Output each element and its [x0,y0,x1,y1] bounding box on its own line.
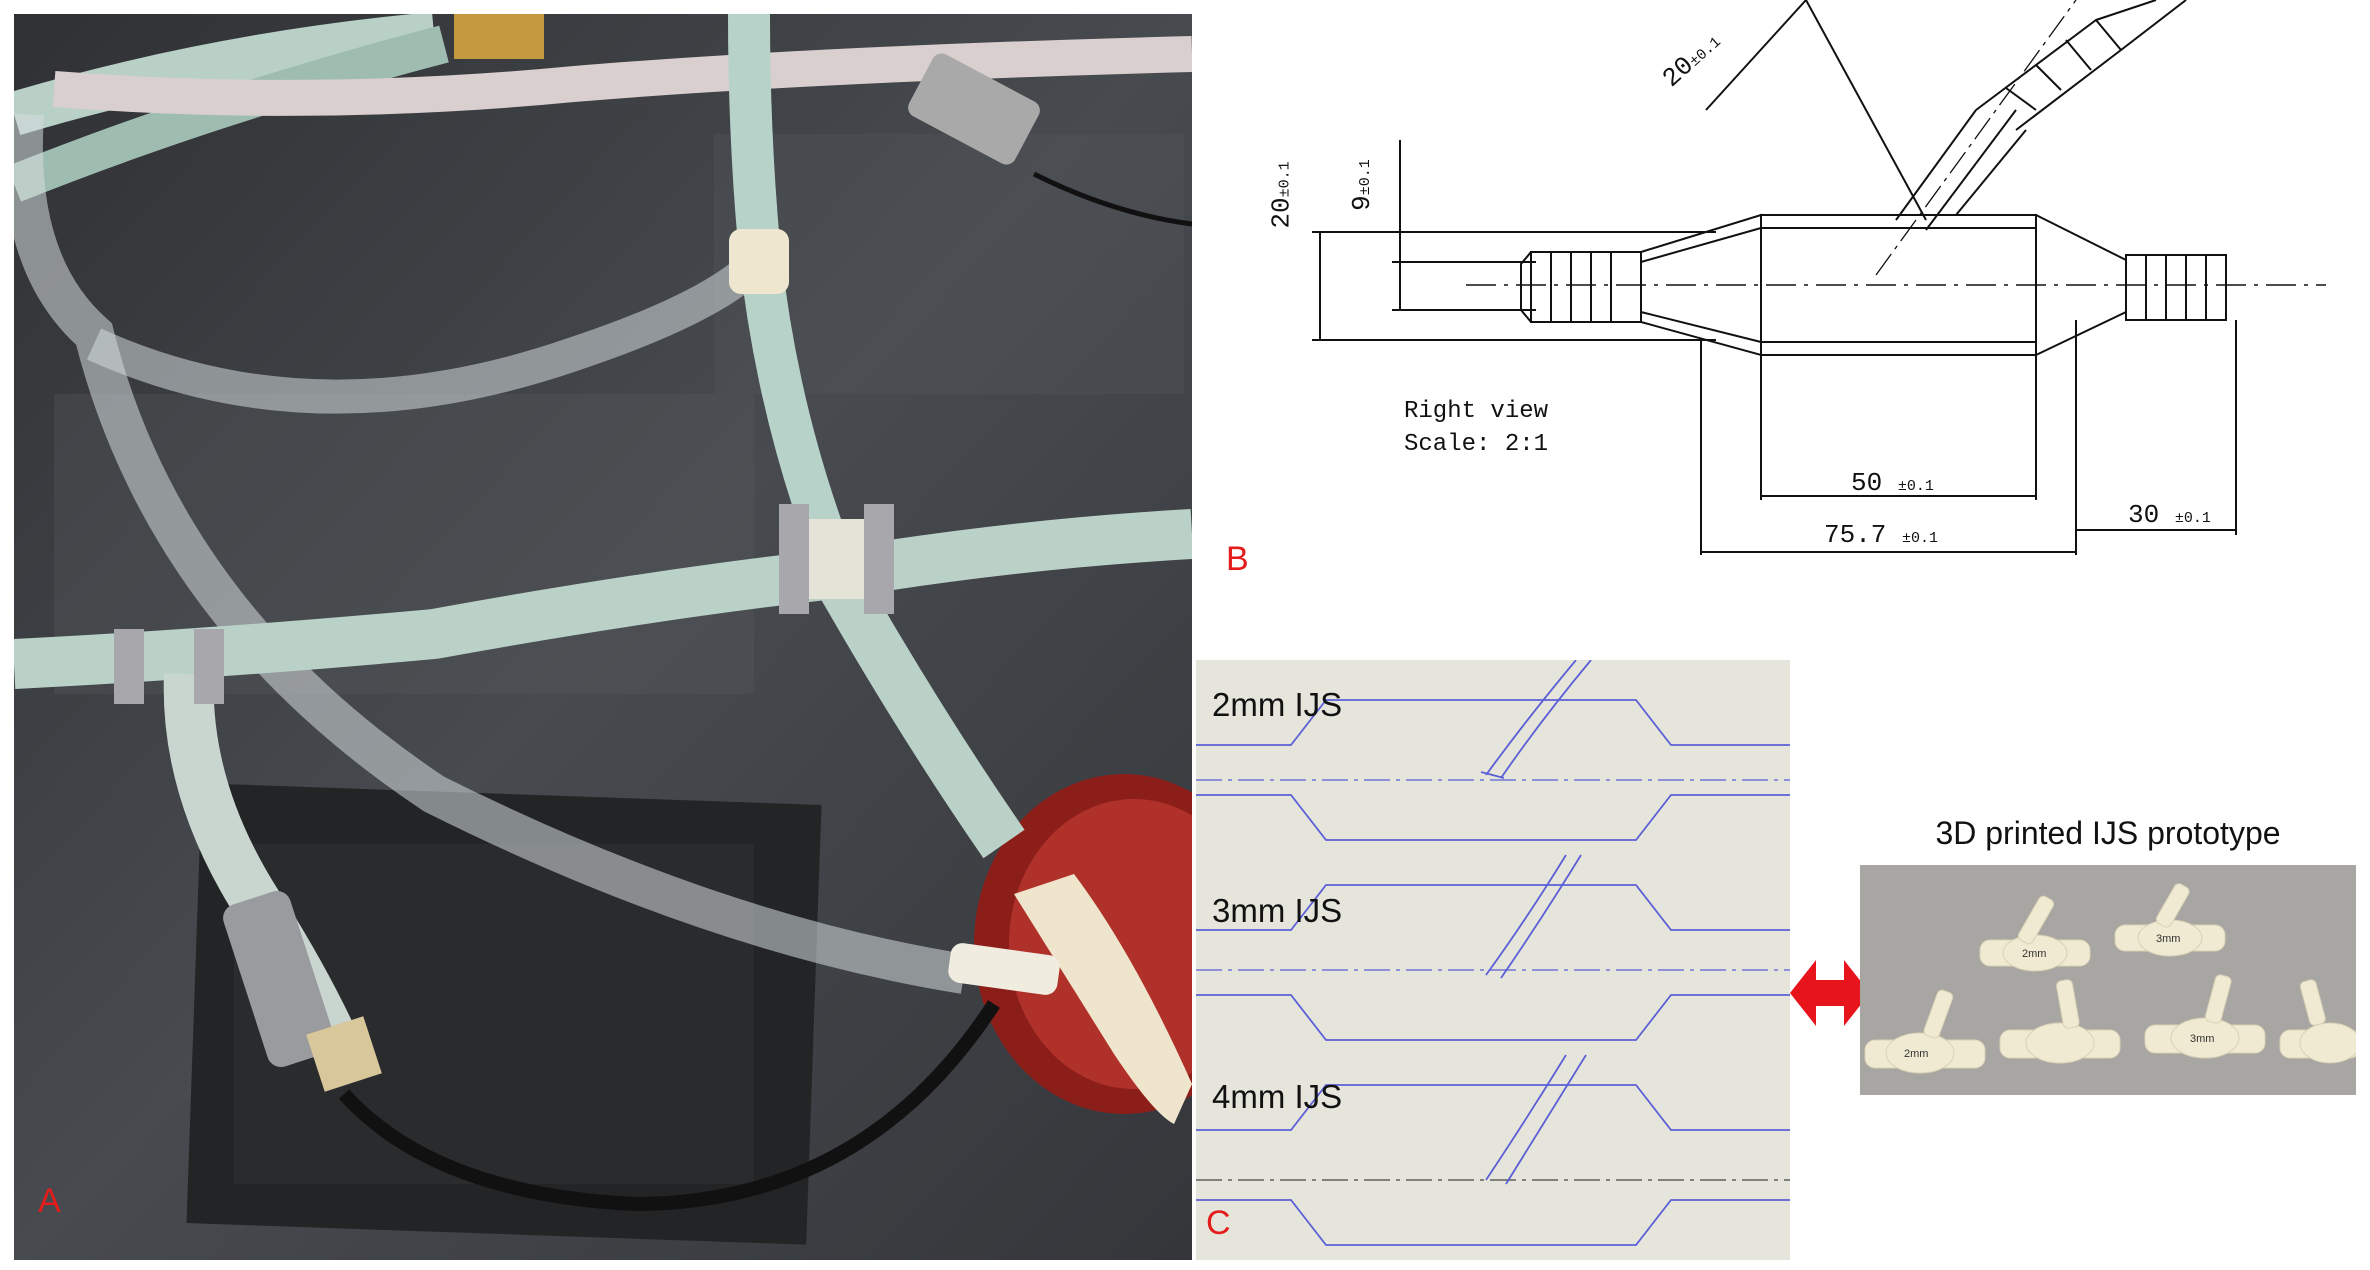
prototype-photo: 2mm 3mm 2mm 3mm [1860,865,2356,1095]
prototype-fitting [2279,979,2356,1064]
barb-length-tol: ±0.1 [2174,510,2211,527]
variant-4mm-label: 4mm IJS [1212,1078,1343,1115]
barb-length-value: 30 [2128,500,2160,530]
tubing-photo [14,14,1192,1260]
left-barb [1520,251,1642,323]
variant-4mm-outline [1196,1054,1790,1246]
view-caption: Right view Scale: 2:1 [1404,395,1548,461]
right-barb [2125,254,2227,321]
technical-drawing [1312,0,2326,555]
ijs-fitting-lower [1014,874,1192,1124]
body-length-tol: ±0.1 [1897,478,1934,495]
variant-2mm-outline [1196,660,1790,841]
outer-diameter-label: 20±0.1 [1267,161,1297,228]
total-length-tol: ±0.1 [1902,530,1939,547]
panel-c-variants: 2mm IJS 3mm IJS 4mm IJS C [1196,660,1790,1260]
panel-b-letter: B [1226,540,1249,578]
prototype-fitting [2144,974,2266,1059]
pressure-sensor [223,890,335,1068]
body-length-value: 50 [1851,468,1883,498]
total-length-label: 75.7 ±0.1 [1824,520,1938,550]
variant-2mm-label: 2mm IJS [1212,686,1343,723]
body-length-label: 50 ±0.1 [1851,468,1934,498]
scale-label: Scale: 2:1 [1404,431,1549,458]
prototype-tag: 3mm [2190,1033,2214,1045]
prototype-fitting [1999,979,2121,1064]
view-label: Right view [1404,398,1549,425]
prototype-panel: 3D printed IJS prototype [1860,815,2356,1095]
inner-diameter-tol: ±0.1 [1356,159,1374,196]
barb-length-label: 30 ±0.1 [2128,500,2211,530]
prototype-title: 3D printed IJS prototype [1935,815,2281,851]
prototype-tag: 2mm [2022,948,2046,960]
prototype-fitting [1979,895,2091,972]
outer-diameter-tol: ±0.1 [1276,161,1294,198]
prototype-tag: 3mm [2156,933,2180,945]
variant-3mm-label: 3mm IJS [1212,892,1343,929]
total-length-value: 75.7 [1824,520,1887,550]
panel-b-drawing: 20±0.1 20±0.1 9±0.1 50 ±0.1 75.7 ±0.1 30… [1196,0,2370,590]
angled-branch [1875,0,2187,276]
inner-diameter-value: 9 [1346,195,1377,211]
hose-clamp [779,504,809,614]
prototype-fitting [2114,883,2226,957]
panel-c-letter: C [1206,1204,1231,1242]
prototype-fitting [1864,989,1986,1074]
panel-a-letter: A [38,1182,61,1220]
ijs-variant-drawings [1196,660,1790,1246]
inner-diameter-label: 9±0.1 [1347,159,1377,211]
panel-a-photo: A [14,14,1192,1260]
variant-3mm-outline [1196,854,1790,1041]
double-arrow-icon [1790,960,1870,1026]
ijs-fitting-upper [729,229,789,294]
outer-diameter-value: 20 [1266,197,1297,229]
prototype-tag: 2mm [1904,1048,1928,1060]
